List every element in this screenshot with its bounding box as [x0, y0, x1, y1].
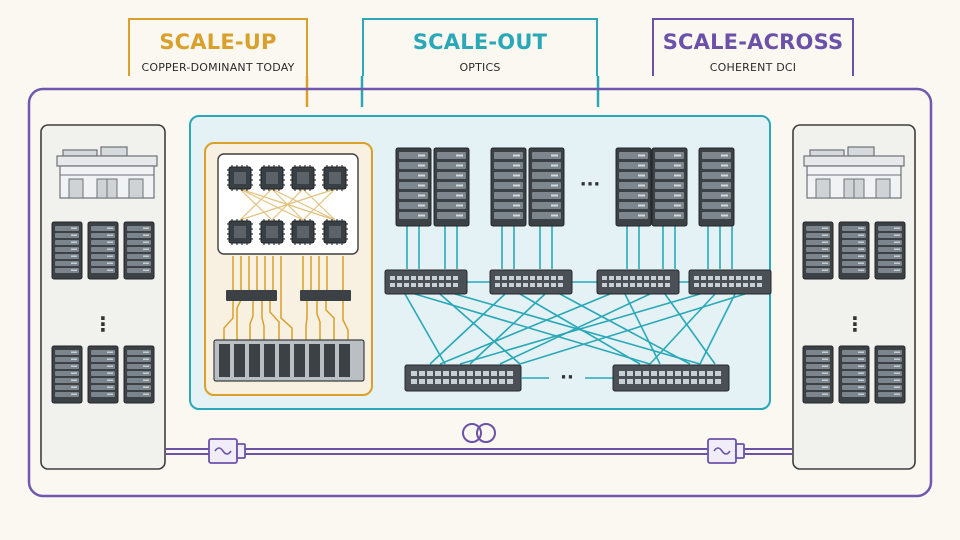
spine-ellipsis-bg — [549, 370, 585, 386]
rack-right-1 — [802, 221, 834, 280]
rack-right-6 — [874, 345, 906, 404]
backplane-slots — [219, 344, 350, 377]
rack-left-5 — [87, 345, 119, 404]
network-switch-icon — [404, 364, 522, 392]
network-switch-icon — [688, 269, 772, 295]
scale-across-label: SCALE-ACROSS COHERENT DCI — [652, 18, 854, 76]
rack-right-3 — [874, 221, 906, 280]
gpu-chip-icon — [289, 218, 317, 246]
rack-row-ellipsis: ··· — [580, 174, 601, 195]
scale-across-subtitle: COHERENT DCI — [709, 61, 797, 74]
gpu-chip-icon — [226, 218, 254, 246]
gpu-chip-icon — [321, 218, 349, 246]
leaf-spine-mesh — [404, 293, 746, 365]
gpu-chip-icon — [258, 164, 286, 192]
side-left-ellipsis: ⋮ — [93, 312, 113, 336]
copper-traces — [223, 256, 349, 340]
scale-across-title: SCALE-ACROSS — [662, 30, 844, 54]
gpu-chip-icon — [258, 218, 286, 246]
gpu-chip-icon — [321, 164, 349, 192]
scale-up-title: SCALE-UP — [159, 30, 277, 54]
scale-up-subtitle: COPPER-DOMINANT TODAY — [141, 61, 295, 74]
network-switch-icon — [489, 269, 573, 295]
rack-left-2 — [87, 221, 119, 280]
rack-left-3 — [123, 221, 155, 280]
rack-left-6 — [123, 345, 155, 404]
compute-rack-4 — [528, 147, 565, 227]
gpu-chip-icon — [289, 164, 317, 192]
scale-out-subtitle: OPTICS — [459, 61, 501, 74]
nvswitch-right — [300, 290, 351, 301]
network-switch-icon — [612, 364, 730, 392]
nvswitch-left — [226, 290, 277, 301]
rack-right-5 — [838, 345, 870, 404]
fiber-coil-icon — [462, 423, 498, 445]
rack-left-1 — [51, 221, 83, 280]
rack-to-leaf-links — [406, 226, 733, 269]
compute-rack-2 — [433, 147, 470, 227]
scale-up-label: SCALE-UP COPPER-DOMINANT TODAY — [128, 18, 308, 76]
network-switch-icon — [384, 269, 468, 295]
compute-rack-3 — [490, 147, 527, 227]
outer-frame — [27, 87, 933, 498]
optical-transceiver-icon — [208, 438, 246, 464]
nvlink-mesh — [239, 188, 336, 221]
compute-rack-1 — [395, 147, 432, 227]
rack-left-4 — [51, 345, 83, 404]
side-right-ellipsis: ⋮ — [845, 312, 865, 336]
compute-rack-6 — [651, 147, 688, 227]
gpu-chip-icon — [226, 164, 254, 192]
spine-ellipsis: ·· — [560, 367, 574, 388]
scale-out-label: SCALE-OUT OPTICS — [362, 18, 598, 76]
optical-transceiver-icon — [707, 438, 745, 464]
compute-rack-5 — [615, 147, 652, 227]
scale-out-title: SCALE-OUT — [412, 30, 548, 54]
compute-rack-7 — [698, 147, 735, 227]
network-switch-icon — [596, 269, 680, 295]
rack-right-2 — [838, 221, 870, 280]
rack-right-4 — [802, 345, 834, 404]
